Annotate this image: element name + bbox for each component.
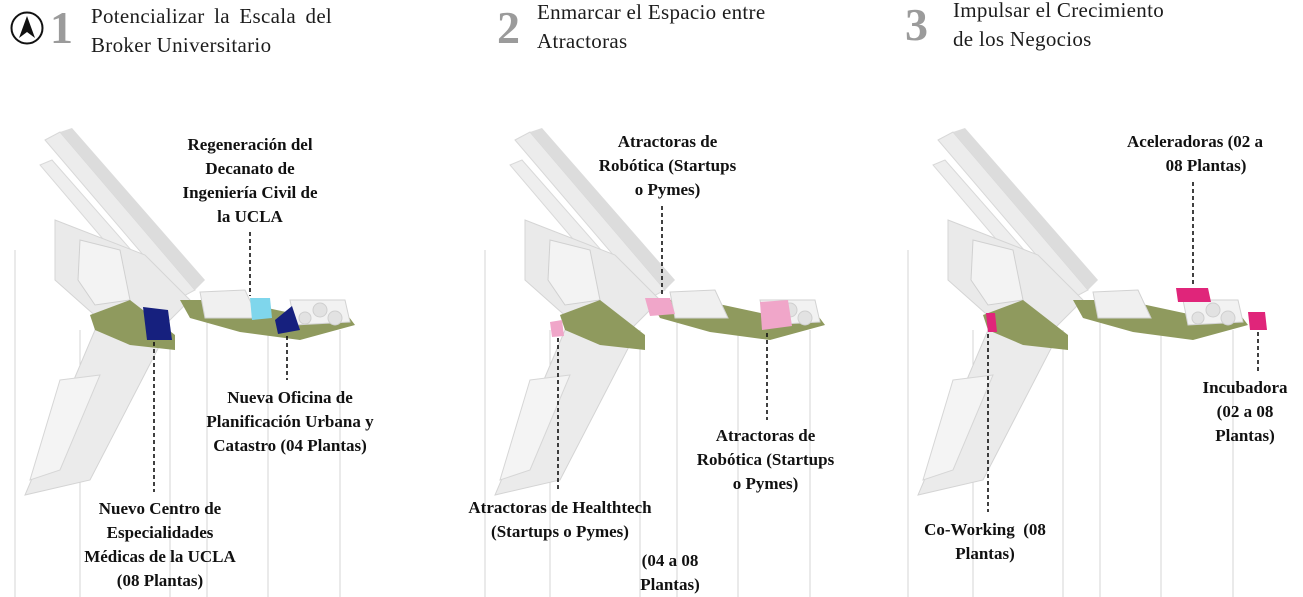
- incubator-building: [1248, 312, 1267, 330]
- panel-1-map: [14, 127, 356, 597]
- phase-1-number: 1: [50, 2, 73, 53]
- phase-1-title-line: Potencializar la Escala del: [91, 4, 333, 28]
- label-line: Incubadora: [1202, 378, 1288, 397]
- phase-2-title-line: Enmarcar el Espacio entre: [537, 0, 766, 24]
- label-line: Decanato de: [205, 159, 295, 178]
- north-arrow-icon: [10, 11, 44, 45]
- label-line: Médicas de la UCLA: [84, 547, 236, 566]
- phase-2-number: 2: [497, 2, 520, 53]
- label-line: Plantas): [1215, 426, 1275, 445]
- label-line: (02 a 08: [1216, 402, 1274, 421]
- label-line: Robótica (Startups: [696, 450, 835, 469]
- label-line: Nuevo Centro de: [98, 499, 222, 518]
- label-engineering-dean: Regeneración del Decanato de Ingeniería …: [170, 133, 330, 229]
- label-line: Atractoras de Healthtech: [468, 498, 652, 517]
- healthtech-building: [550, 320, 564, 337]
- label-medical-center: Nuevo Centro de Especialidades Médicas d…: [70, 497, 250, 593]
- label-line: Especialidades: [106, 523, 214, 542]
- label-line: o Pymes): [732, 474, 799, 493]
- phase-1-title-line: Broker Universitario: [91, 33, 272, 57]
- label-incubator: Incubadora (02 a 08 Plantas): [1195, 376, 1295, 448]
- urban-planning-office-building: [275, 306, 300, 334]
- engineering-dean-building: [250, 298, 272, 320]
- label-line: Plantas): [640, 575, 700, 594]
- accelerator-building: [1176, 288, 1211, 302]
- label-line: Ingeniería Civil de: [182, 183, 318, 202]
- label-coworking: Co-Working (08 Plantas): [910, 518, 1060, 566]
- label-line: Regeneración del: [187, 135, 313, 154]
- phase-3-title: Impulsar el Crecimiento de los Negocios: [953, 0, 1164, 54]
- label-line: (08 Plantas): [116, 571, 204, 590]
- medical-center-building: [143, 307, 172, 340]
- label-floors-range: (04 a 08 Plantas): [625, 549, 715, 597]
- phase-3-title-line: Impulsar el Crecimiento: [953, 0, 1165, 22]
- label-line: (Startups o Pymes): [491, 522, 629, 541]
- label-line: Robótica (Startups: [598, 156, 737, 175]
- label-accelerators: Aceleradoras (02 a 08 Plantas): [1115, 130, 1275, 178]
- label-healthtech: Atractoras de Healthtech (Startups o Pym…: [455, 496, 665, 544]
- label-line: Plantas): [955, 544, 1015, 563]
- phase-2-title: Enmarcar el Espacio entre Atractoras: [537, 0, 765, 56]
- label-line: Co-Working (08: [924, 520, 1046, 539]
- label-robotics-right: Atractoras de Robótica (Startups o Pymes…: [688, 424, 843, 496]
- phase-2-title-line: Atractoras: [537, 29, 628, 53]
- label-line: 08 Plantas): [1165, 156, 1247, 175]
- label-line: Aceleradoras (02 a: [1127, 132, 1263, 151]
- robotics-building-west: [645, 298, 675, 316]
- label-line: (04 a 08: [641, 551, 699, 570]
- massing-diagrams: [14, 127, 1267, 597]
- panel-3-map: [907, 127, 1267, 597]
- label-line: Catastro (04 Plantas): [213, 436, 367, 455]
- label-robotics-top: Atractoras de Robótica (Startups o Pymes…: [590, 130, 745, 202]
- phase-1-title: Potencializar la Escala del Broker Unive…: [91, 2, 332, 60]
- phase-3-number: 3: [905, 0, 928, 50]
- label-line: o Pymes): [634, 180, 701, 199]
- label-line: Atractoras de: [617, 132, 718, 151]
- label-urban-planning-office: Nueva Oficina de Planificación Urbana y …: [190, 386, 390, 458]
- robotics-building-east: [760, 300, 792, 330]
- panel-2-map: [484, 127, 826, 597]
- phase-3-title-line: de los Negocios: [953, 27, 1092, 51]
- coworking-building: [986, 313, 997, 332]
- label-line: la UCLA: [217, 207, 283, 226]
- label-line: Atractoras de: [715, 426, 816, 445]
- label-line: Planificación Urbana y: [206, 412, 374, 431]
- label-line: Nueva Oficina de: [227, 388, 353, 407]
